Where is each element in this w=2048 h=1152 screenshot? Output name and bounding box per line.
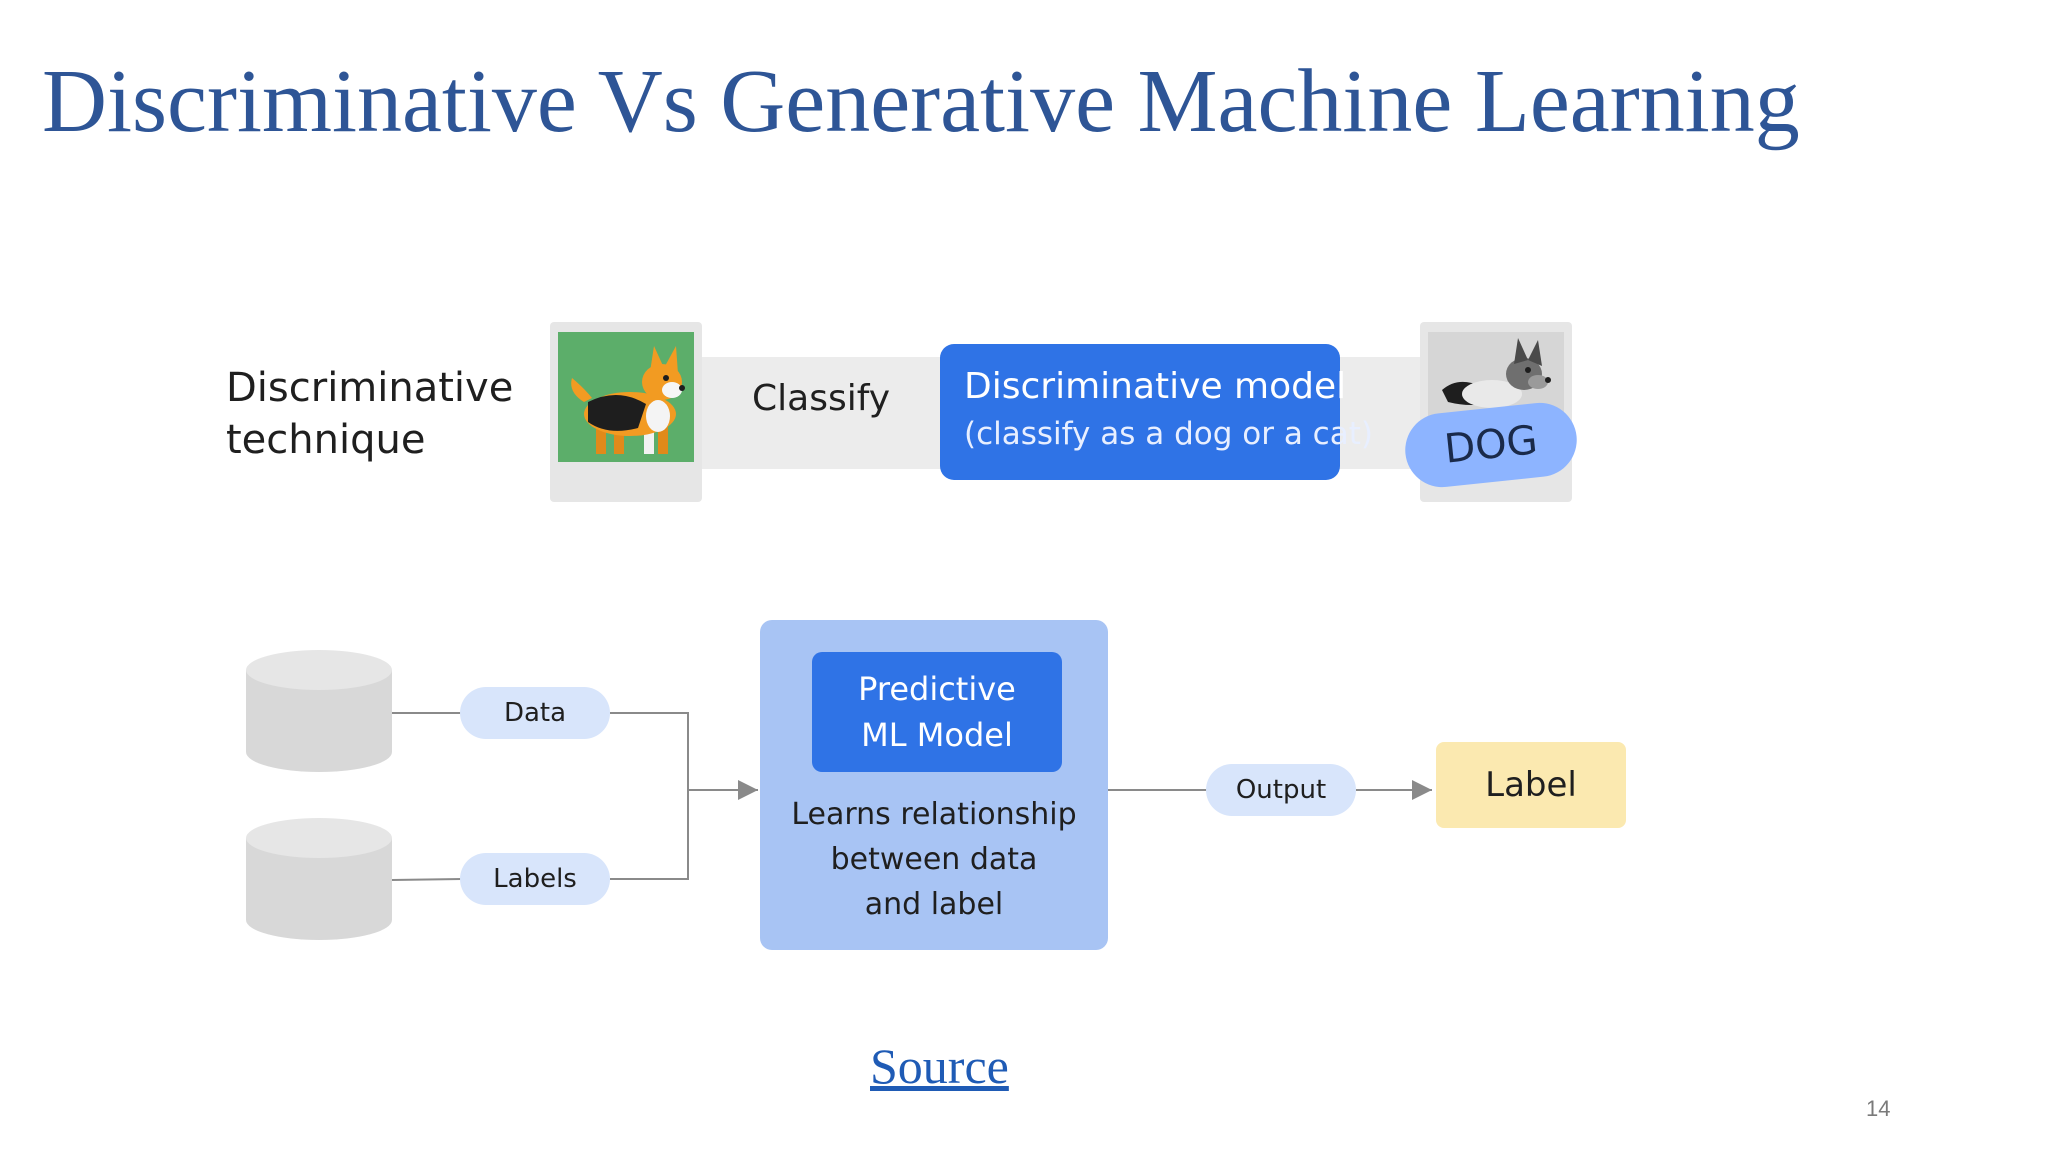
predictive-model-line1: Predictive xyxy=(858,670,1016,708)
label-result-box: Label xyxy=(1436,742,1626,828)
discriminative-technique-label: Discriminative technique xyxy=(226,362,513,466)
corgi-dog-illustration xyxy=(558,332,694,462)
labels-database-icon xyxy=(246,818,392,940)
model-description: Learns relationship between data and lab… xyxy=(760,792,1108,927)
data-database-icon xyxy=(246,650,392,772)
merge-connector xyxy=(610,712,689,880)
classify-label: Classify xyxy=(752,378,891,419)
data-pill: Data xyxy=(460,687,610,739)
source-link[interactable]: Source xyxy=(870,1038,1009,1094)
discriminative-model-box: Discriminative model (classify as a dog … xyxy=(940,344,1373,480)
predictive-model-line2: ML Model xyxy=(861,716,1013,754)
page-number: 14 xyxy=(1866,1096,1891,1121)
description-line2: between data xyxy=(830,842,1038,877)
slide-title: Discriminative Vs Generative Machine Lea… xyxy=(42,52,1800,151)
description-line3: and label xyxy=(864,887,1004,922)
description-line1: Learns relationship xyxy=(791,797,1077,832)
input-photo-card xyxy=(550,322,702,502)
discriminative-model-subtitle: (classify as a dog or a cat) xyxy=(964,416,1373,452)
discriminative-model-title: Discriminative model xyxy=(964,366,1347,407)
technique-label-line1: Discriminative xyxy=(226,365,514,411)
labels-pill: Labels xyxy=(460,853,610,905)
labels-connector xyxy=(391,878,463,881)
output-pill: Output xyxy=(1206,764,1356,816)
technique-label-line2: technique xyxy=(226,417,426,463)
predictive-ml-model-box: Predictive ML Model xyxy=(812,652,1062,772)
